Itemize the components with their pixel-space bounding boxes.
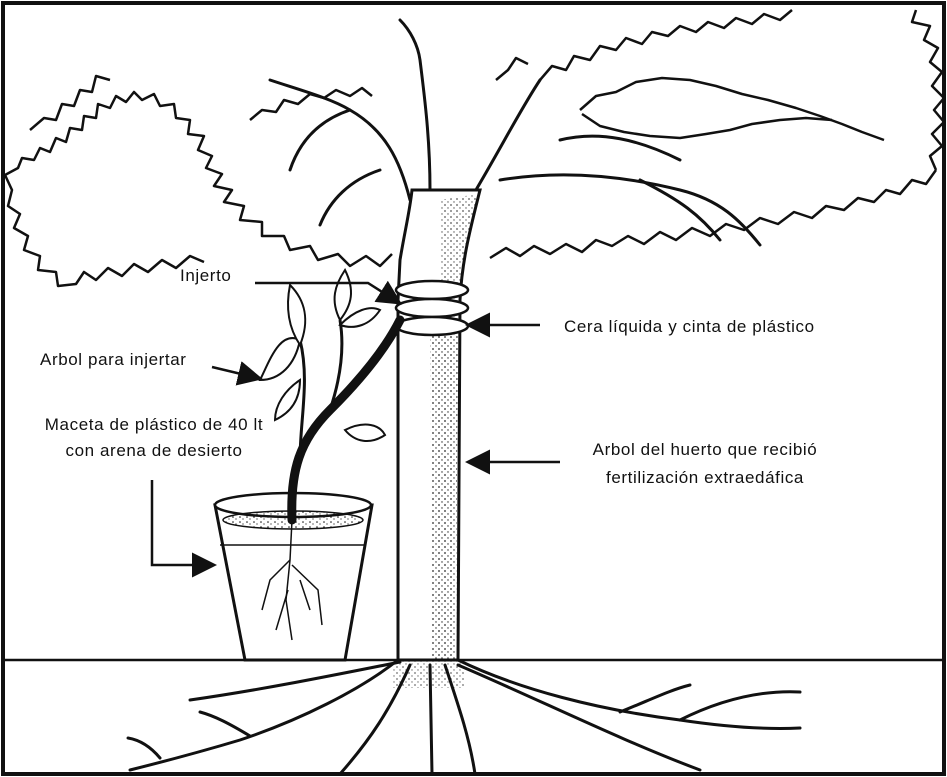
tree-trunk [398,190,480,660]
potted-sapling [215,270,400,660]
label-wax-tape: Cera líquida y cinta de plástico [564,317,815,337]
label-pot-line2: con arena de desierto [14,441,294,461]
label-orchard-line2: fertilización extraedáfica [575,468,835,488]
label-orchard-tree: Arbol del huerto que recibió fertilizaci… [575,440,835,488]
tree-branches [270,20,760,245]
label-pot: Maceta de plástico de 40 lt con arena de… [14,415,294,461]
label-graft: Injerto [180,266,231,286]
graft-wrap [396,281,468,335]
label-orchard-line1: Arbol del huerto que recibió [575,440,835,460]
tree-to-graft-pointer [212,367,258,378]
tree-canopy [5,10,944,286]
graft-pointer [255,283,398,302]
pot-pointer [152,480,212,565]
root-crown [392,660,464,688]
label-pot-line1: Maceta de plástico de 40 lt [14,415,294,435]
label-tree-to-graft: Arbol para injertar [40,350,187,370]
